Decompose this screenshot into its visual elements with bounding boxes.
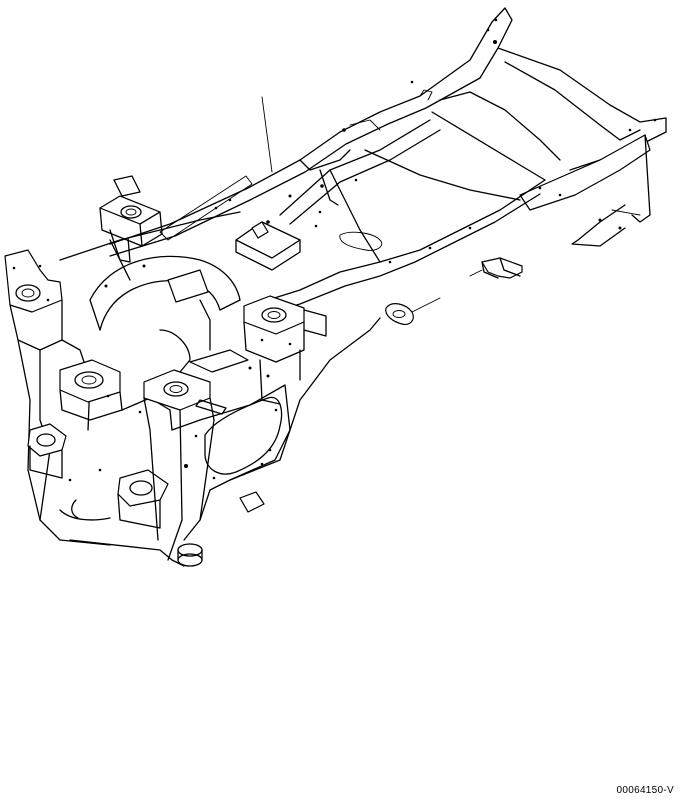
loose-bracket — [469, 257, 523, 279]
front-mounting-bracket — [99, 175, 163, 263]
figure-code-label: 00064150-V — [616, 785, 674, 796]
front-crossmember — [59, 211, 241, 373]
rubber-pad — [385, 297, 441, 325]
left-side-rail — [109, 7, 513, 257]
rear-crossmember — [431, 40, 667, 247]
center-crossmember — [235, 119, 521, 271]
center-left-tower — [143, 349, 249, 561]
leader-line — [261, 96, 273, 173]
side-plate-cutout — [171, 317, 381, 541]
left-front-tower — [4, 249, 111, 546]
fastener-studs — [104, 128, 622, 378]
right-side-rail — [267, 179, 546, 313]
